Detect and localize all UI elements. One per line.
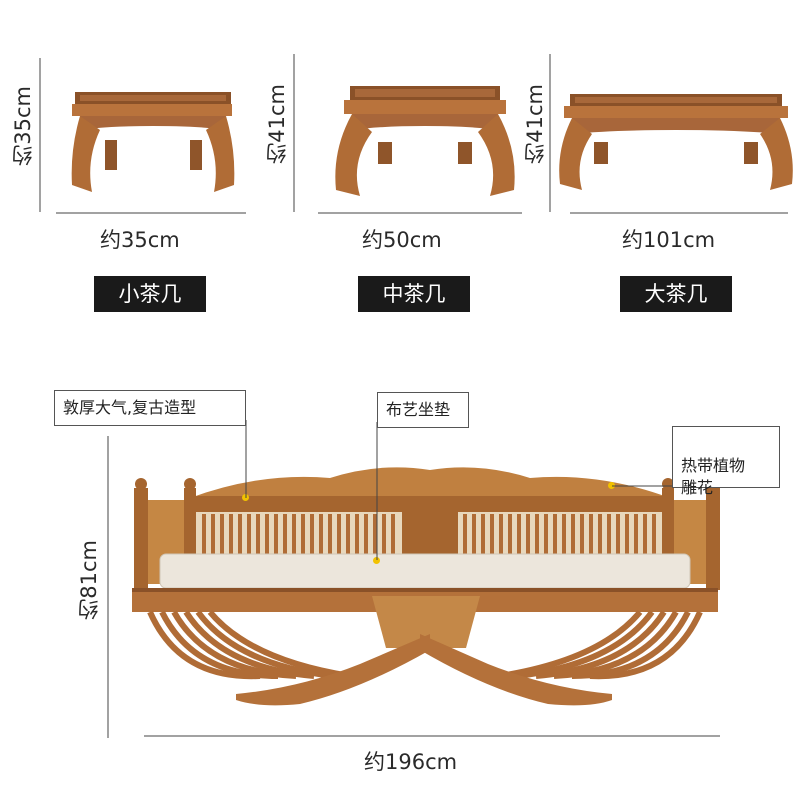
spindle <box>616 514 620 554</box>
callout-cushion-text: 布艺坐垫 <box>386 400 451 419</box>
medium-table-height-line <box>293 54 295 212</box>
spindle <box>391 514 395 554</box>
spindle <box>337 514 341 554</box>
spindle <box>625 514 629 554</box>
spindle <box>535 514 539 554</box>
spindle <box>229 514 233 554</box>
spindle <box>589 514 593 554</box>
spindle <box>247 514 251 554</box>
base-arch <box>183 610 315 679</box>
small-table-width-line <box>56 212 246 214</box>
small-table-image <box>71 92 235 192</box>
spindle <box>634 514 638 554</box>
spindle <box>517 514 521 554</box>
medium-table-name-tag: 中茶几 <box>358 276 470 312</box>
large-table-group: 约41cm 约101cm 大茶几 <box>520 0 800 320</box>
callout-style-text: 敦厚大气,复古造型 <box>63 398 197 417</box>
base-arch <box>159 610 279 679</box>
large-table-height-line <box>549 54 551 212</box>
spindle <box>463 514 467 554</box>
spindle <box>310 514 314 554</box>
spindle <box>643 514 647 554</box>
spindle <box>373 514 377 554</box>
base-arch <box>171 610 297 679</box>
spindle <box>211 514 215 554</box>
callout-style: 敦厚大气,复古造型 <box>54 390 246 426</box>
base-arch <box>589 610 703 680</box>
medium-table-width-label: 约50cm <box>362 228 442 252</box>
spindle <box>328 514 332 554</box>
spindle <box>607 514 611 554</box>
spindle <box>598 514 602 554</box>
base-arch <box>195 610 333 679</box>
base-arch <box>535 610 667 679</box>
spindle <box>319 514 323 554</box>
spindle <box>238 514 242 554</box>
spindle <box>652 514 656 554</box>
spindle <box>472 514 476 554</box>
spindle <box>562 514 566 554</box>
callout-marker-cushion <box>373 557 380 564</box>
spindle <box>508 514 512 554</box>
small-table-width-label: 约35cm <box>100 228 180 252</box>
spindle <box>346 514 350 554</box>
spindle <box>490 514 494 554</box>
base-arch <box>517 610 655 679</box>
small-table-height-line <box>39 58 41 212</box>
medium-table-image <box>335 86 515 196</box>
medium-table-width-line <box>318 212 522 214</box>
spindle <box>202 514 206 554</box>
spindle <box>481 514 485 554</box>
large-table-name-tag: 大茶几 <box>620 276 732 312</box>
spindle <box>526 514 530 554</box>
spindle <box>499 514 503 554</box>
callout-carving: 热带植物 雕花 <box>672 426 780 497</box>
spindle <box>292 514 296 554</box>
small-table-name-tag: 小茶几 <box>94 276 206 312</box>
callout-cushion: 布艺坐垫 <box>377 392 469 428</box>
base-arch <box>499 610 643 679</box>
base-arch <box>571 610 691 679</box>
small-table-group: 约35cm 约35cm 小茶几 <box>0 0 260 320</box>
large-table-image <box>559 94 793 190</box>
spindle <box>283 514 287 554</box>
spindle <box>256 514 260 554</box>
sofa-width-label: 约196cm <box>364 750 458 774</box>
callout-marker-carving <box>608 482 615 489</box>
base-arch <box>207 610 351 679</box>
spindle <box>265 514 269 554</box>
medium-table-group: 约41cm 约50cm 中茶几 <box>260 0 530 320</box>
base-arch <box>553 610 679 679</box>
spindle <box>544 514 548 554</box>
large-table-width-label: 约101cm <box>622 228 716 252</box>
callout-carving-text: 热带植物 雕花 <box>681 456 746 497</box>
spindle <box>220 514 224 554</box>
spindle <box>301 514 305 554</box>
spindle <box>580 514 584 554</box>
spindle <box>274 514 278 554</box>
base-arch <box>147 610 261 680</box>
spindle <box>571 514 575 554</box>
spindle <box>364 514 368 554</box>
large-table-width-line <box>570 212 788 214</box>
spindle <box>553 514 557 554</box>
spindle <box>355 514 359 554</box>
spindle <box>382 514 386 554</box>
